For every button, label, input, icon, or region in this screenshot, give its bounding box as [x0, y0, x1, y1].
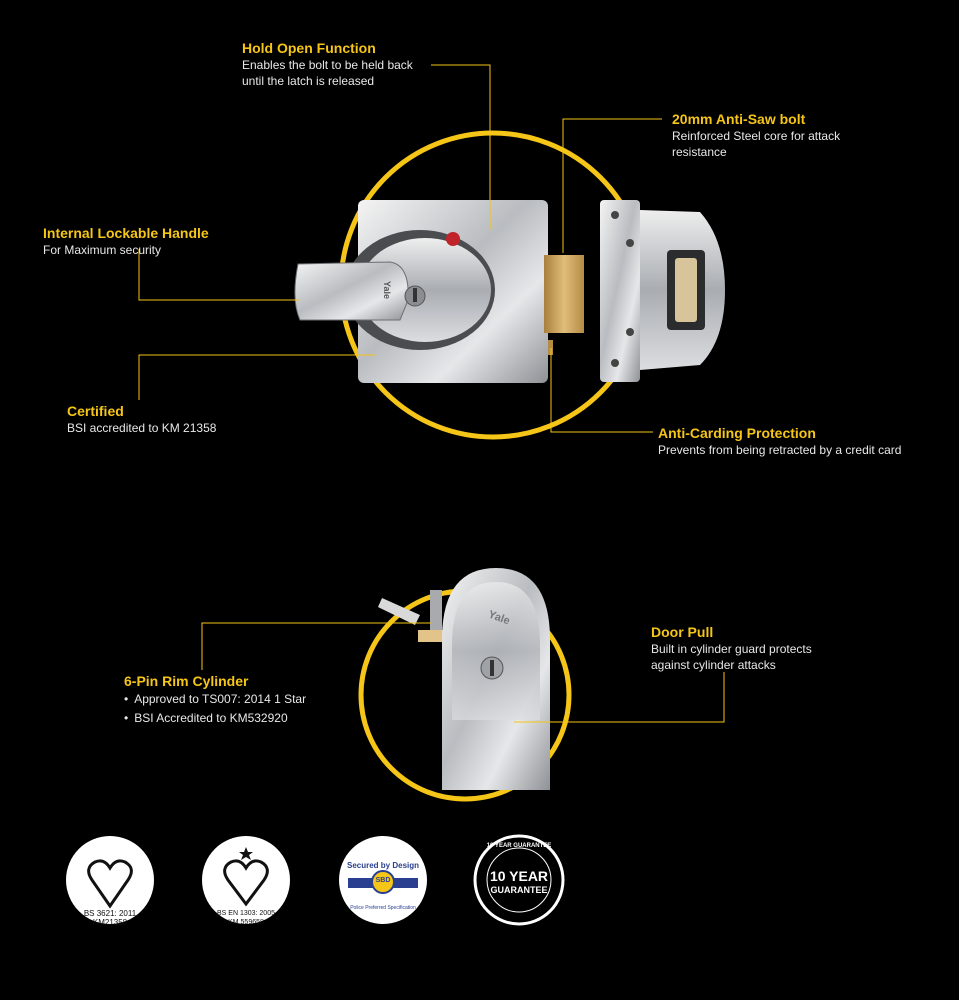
callout-desc: Built in cylinder guard protects	[651, 642, 812, 656]
kitemark-1-line1: BS 3621: 2011	[83, 909, 137, 918]
handle-lever	[294, 261, 409, 321]
callout-cylinder: 6-Pin Rim Cylinder Approved to TS007: 20…	[124, 673, 306, 728]
list-item: BSI Accredited to KM532920	[124, 709, 306, 728]
list-item: Approved to TS007: 2014 1 Star	[124, 690, 306, 709]
leader-lines	[138, 64, 725, 723]
kitemark-2-text: BS EN 1303: 2005 KM 559658	[206, 909, 286, 927]
callout-desc: Enables the bolt to be held back	[242, 58, 413, 72]
guarantee-badge	[473, 834, 565, 926]
callout-desc: Reinforced Steel core for attack	[672, 129, 841, 143]
callout-desc: Prevents from being retracted by a credi…	[658, 443, 902, 457]
kitemark-2-line2: KM 559658	[228, 919, 264, 926]
callout-certified: Certified BSI accredited to KM 21358	[67, 403, 216, 436]
kitemark-heart-icon-2	[223, 859, 269, 907]
yale-logo: Yale	[382, 280, 393, 300]
kitemark-badge-2	[202, 836, 290, 924]
callout-title: 20mm Anti-Saw bolt	[672, 111, 806, 127]
callout-title: 6-Pin Rim Cylinder	[124, 673, 249, 689]
guarantee-big-text: 10 YEAR	[489, 868, 549, 884]
sbd-subtitle: Police Preferred Specification	[350, 905, 416, 911]
brass-bolt	[544, 255, 584, 333]
hold-open-button-icon	[446, 232, 460, 246]
strike-plate	[600, 200, 640, 382]
callout-desc: BSI accredited to KM 21358	[67, 421, 217, 435]
sbd-title: Secured by Design	[346, 861, 420, 870]
kitemark-1-text: BS 3621: 2011 KM21358	[70, 909, 150, 927]
star-icon	[239, 847, 253, 860]
door-pull-illustration	[378, 568, 550, 790]
callout-anti-saw: 20mm Anti-Saw bolt Reinforced Steel core…	[672, 111, 840, 160]
kitemark-2-line1: BS EN 1303: 2005	[217, 910, 275, 917]
callout-title: Hold Open Function	[242, 40, 376, 56]
callout-title: Door Pull	[651, 624, 714, 640]
callout-desc: against cylinder attacks	[651, 658, 776, 672]
callout-title: Certified	[67, 403, 124, 419]
callout-desc: until the latch is released	[242, 74, 375, 88]
callout-title: Internal Lockable Handle	[43, 225, 209, 241]
callout-hold-open: Hold Open Function Enables the bolt to b…	[242, 40, 413, 89]
guarantee-ring-text: 10 YEAR GUARANTEE	[486, 843, 552, 849]
callout-desc: resistance	[672, 145, 727, 159]
kitemark-badge-1	[66, 836, 154, 924]
kitemark-1-line2: KM21358	[92, 918, 128, 927]
kitemark-heart-icon-1	[87, 859, 133, 909]
callout-desc: For Maximum security	[43, 243, 162, 257]
nightlatch-illustration	[294, 200, 725, 383]
callout-door-pull: Door Pull Built in cylinder guard protec…	[651, 624, 812, 673]
guarantee-small-text: GUARANTEE	[490, 885, 548, 895]
sbd-mark: SBD	[375, 877, 391, 884]
callout-handle: Internal Lockable Handle For Maximum sec…	[43, 225, 209, 258]
callout-title: Anti-Carding Protection	[658, 425, 816, 441]
cylinder-bullet-list: Approved to TS007: 2014 1 Star BSI Accre…	[124, 690, 306, 728]
callout-anti-carding: Anti-Carding Protection Prevents from be…	[658, 425, 901, 458]
